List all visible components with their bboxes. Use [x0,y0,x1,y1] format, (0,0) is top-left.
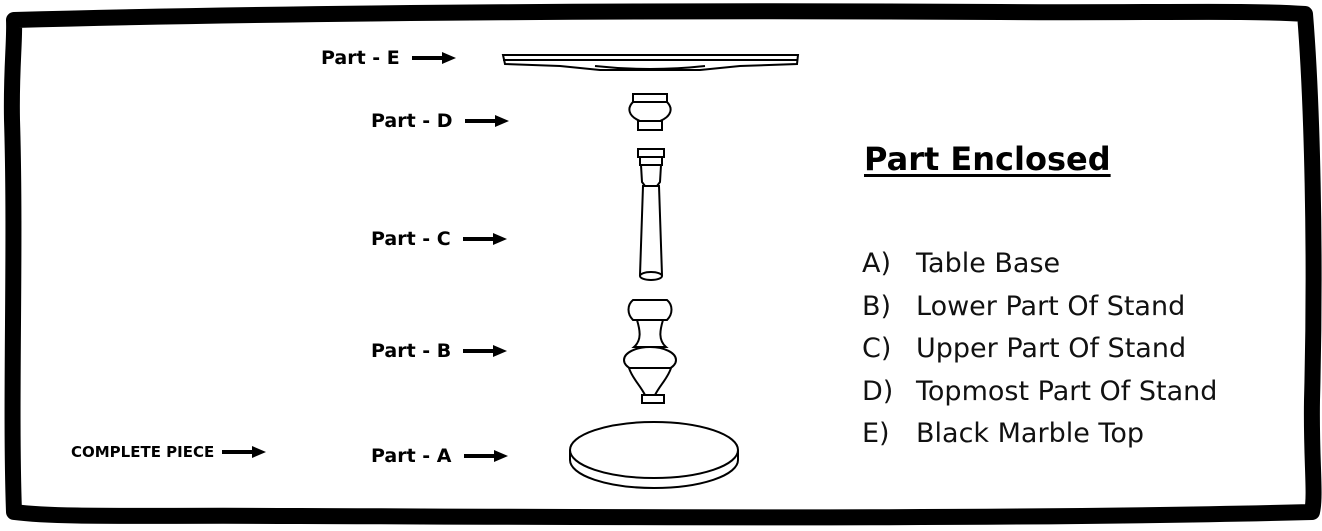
legend-item-text: Topmost Part Of Stand [916,375,1218,407]
legend-item-text: Black Marble Top [916,418,1144,449]
right-arrow-icon [464,115,509,127]
right-arrow-icon [222,446,267,458]
part-a-label: Part - A [371,445,452,467]
legend-item: A) Table Base [862,244,1217,287]
legend-item-letter: D) [862,375,894,407]
part-c-label: Part - C [371,228,451,250]
legend-item-letter: A) [862,248,892,279]
legend-item-letter: B) [862,290,892,322]
legend-item: B) Lower Part Of Stand [862,287,1217,330]
legend-item-letter: E) [862,418,890,449]
legend-item: E) Black Marble Top [862,414,1217,457]
part-a-label-group: Part - A [371,445,508,467]
part-b-lower-stand [623,299,677,404]
part-d-label-group: Part - D [371,110,509,132]
complete-piece-label-group: COMPLETE PIECE [71,443,267,461]
right-arrow-icon [463,345,508,357]
complete-piece-label: COMPLETE PIECE [71,443,215,461]
right-arrow-icon [411,52,456,64]
legend-item-text: Lower Part Of Stand [916,290,1186,322]
part-e-marble-top [501,54,800,71]
legend-list: A) Table Base B) Lower Part Of Stand C) Upp… [862,244,1217,457]
part-b-label-group: Part - B [371,340,508,362]
legend-title: Part Enclosed [864,140,1111,178]
part-c-upper-stand [637,148,665,281]
part-e-label-group: Part - E [321,47,456,69]
right-arrow-icon [463,450,508,462]
part-c-label-group: Part - C [371,228,507,250]
part-e-label: Part - E [321,47,400,69]
part-a-table-base [569,421,739,489]
legend-item: C) Upper Part Of Stand [862,329,1217,372]
legend-item: D) Topmost Part Of Stand [862,372,1217,415]
legend-item-letter: C) [862,333,892,364]
legend-item-text: Upper Part Of Stand [916,333,1187,364]
part-d-label: Part - D [371,110,453,132]
legend-item-text: Table Base [916,248,1061,279]
part-b-label: Part - B [371,340,452,362]
right-arrow-icon [462,233,507,245]
part-d-topmost-stand [628,93,672,131]
